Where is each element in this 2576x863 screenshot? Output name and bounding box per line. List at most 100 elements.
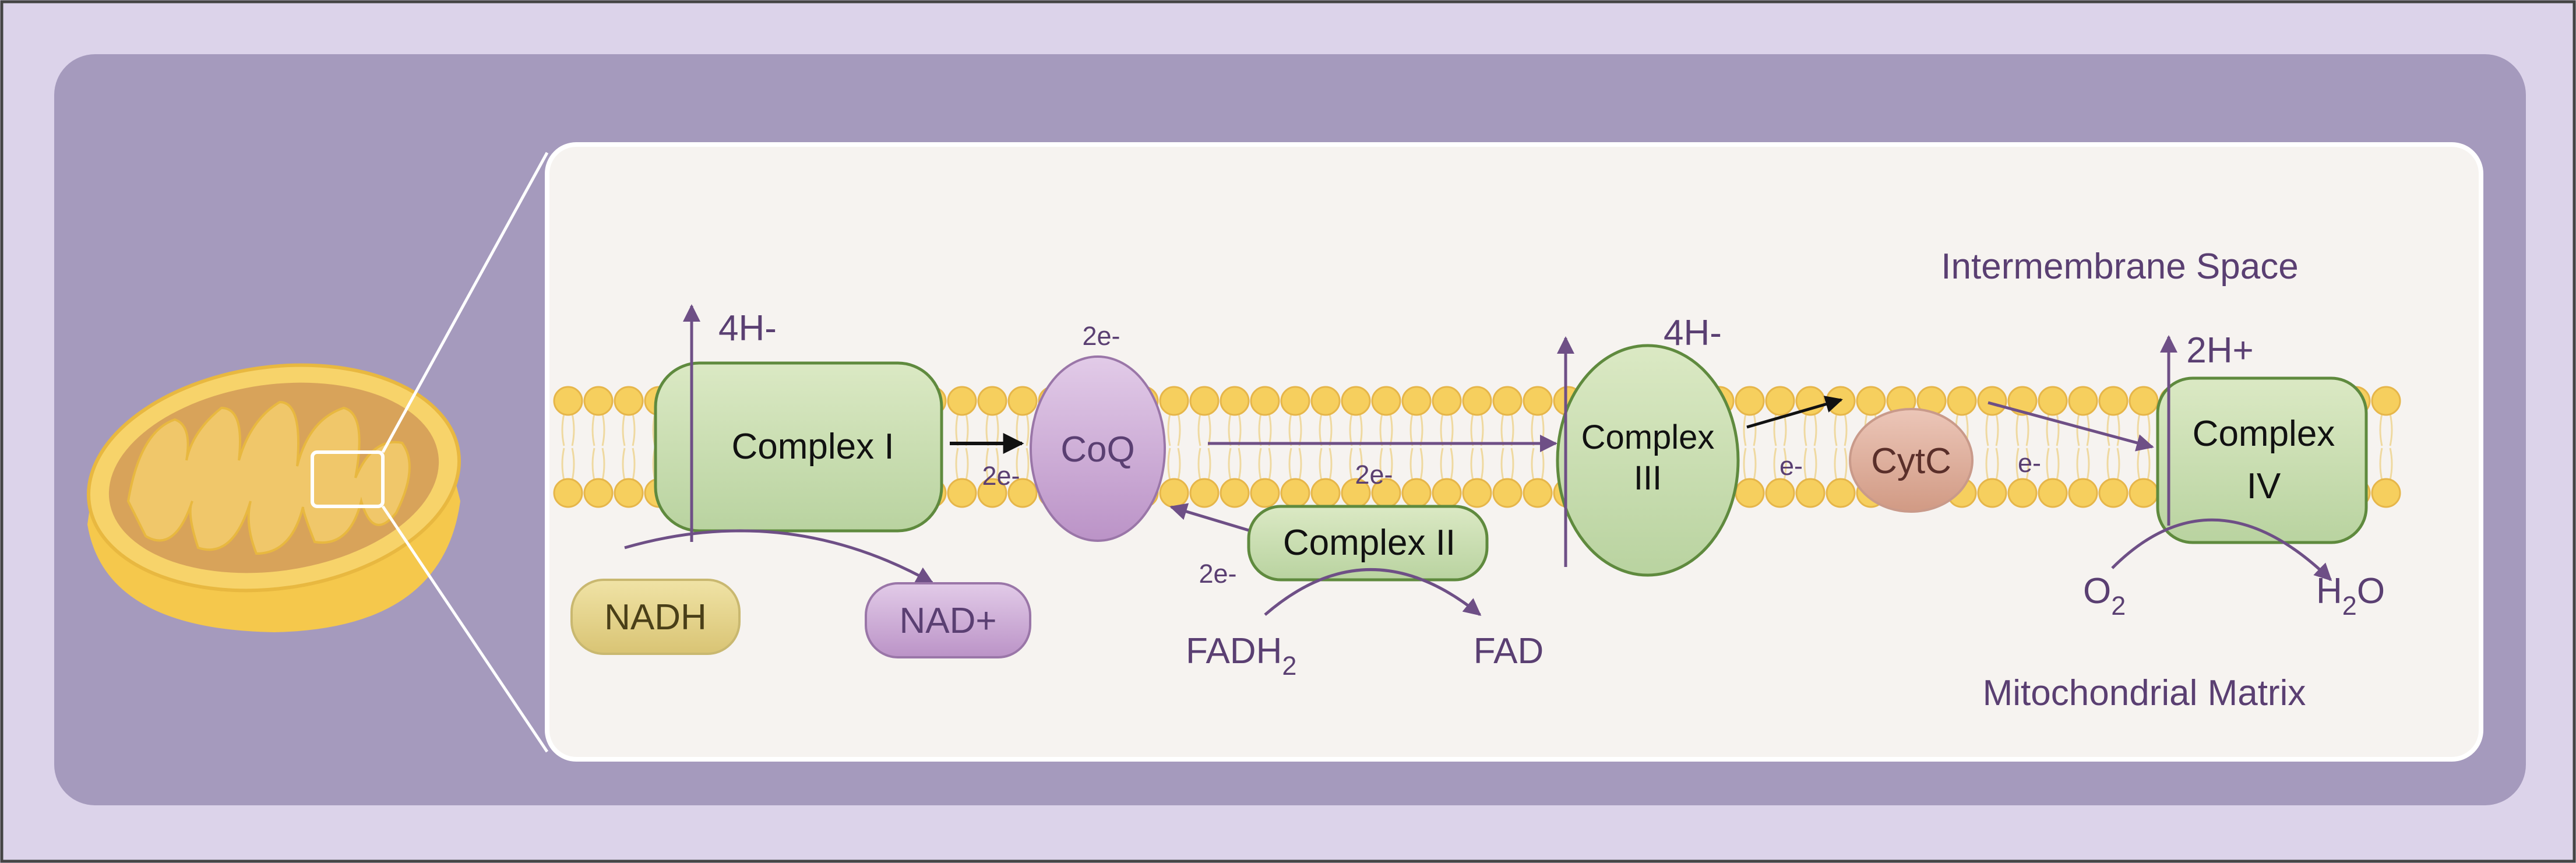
lipid-tail — [591, 448, 595, 481]
lipid-head — [2371, 386, 2401, 416]
lipid-tail — [1167, 413, 1171, 446]
lipid-tail — [1450, 448, 1454, 481]
lipid-tail — [1026, 413, 1030, 446]
lipid-tail — [1995, 448, 1999, 481]
lipid-tail — [1834, 413, 1838, 446]
o2-label: O2 — [2083, 571, 2126, 621]
fadh2-label: FADH2 — [1186, 631, 1296, 681]
lipid-tail — [1419, 448, 1423, 481]
lipid-head — [1432, 386, 1462, 416]
lipid-head — [2068, 386, 2098, 416]
lipid-head — [947, 478, 977, 508]
lipid-head — [2129, 478, 2159, 508]
lipid-tail — [2076, 413, 2080, 446]
lipid-head — [1220, 478, 1250, 508]
coq-label: CoQ — [1060, 429, 1134, 470]
lipid-tail — [1268, 448, 1272, 481]
lipid-head — [1856, 386, 1886, 416]
lipid-head — [1401, 478, 1432, 508]
lipid-tail — [1288, 448, 1292, 481]
lipid-tail — [955, 448, 959, 481]
lipid-tail — [2086, 448, 2090, 481]
lipid-tail — [2106, 413, 2110, 446]
lipid-head — [977, 478, 1007, 508]
cytc-to-c4-arrow — [1987, 401, 2154, 452]
complex-iii-label-1: Complex — [1581, 418, 1715, 456]
mitochondrion-icon — [87, 363, 461, 632]
lipid-head — [1795, 478, 1826, 508]
lipid-head — [1765, 386, 1795, 416]
detail-canvas — [545, 142, 2483, 762]
nadh-label: NADH — [604, 597, 707, 637]
lipid-tail — [1409, 448, 1414, 481]
lipid-tail — [1177, 413, 1181, 446]
nad-pill — [865, 582, 1031, 658]
lipid-head — [553, 478, 583, 508]
lipid-head — [1947, 386, 1977, 416]
complex-ii — [1247, 505, 1489, 582]
lipid-head — [1977, 386, 2007, 416]
intermembrane-space-label: Intermembrane Space — [1941, 246, 2298, 287]
lipid-head — [553, 386, 583, 416]
lipid-tail — [1258, 448, 1262, 481]
nadh-to-nad-arrow — [624, 529, 934, 584]
lipid-tail — [622, 413, 626, 446]
lipid-head — [1250, 478, 1280, 508]
lipid-tail — [2379, 448, 2383, 481]
lipid-head — [1310, 478, 1341, 508]
lipid-head — [1401, 386, 1432, 416]
lipid-head — [1492, 386, 1523, 416]
complex-i — [654, 361, 943, 533]
lipid-tail — [1743, 448, 1747, 481]
lipid-tail — [622, 448, 626, 481]
lipid-head — [1432, 478, 1462, 508]
lipid-head — [1007, 386, 1038, 416]
lipid-tail — [2046, 448, 2050, 481]
lipid-head — [2038, 478, 2068, 508]
lipid-tail — [632, 448, 636, 481]
lipid-tail — [1743, 413, 1747, 446]
lipid-tail — [2025, 413, 2029, 446]
lipid-tail — [2046, 413, 2050, 446]
lipid-tail — [985, 448, 989, 481]
lipid-head — [2007, 386, 2038, 416]
lipid-head — [614, 386, 644, 416]
h2o-label: H2O — [2316, 571, 2385, 621]
lipid-head — [1159, 478, 1189, 508]
lipid-tail — [1440, 448, 1444, 481]
lipid-head — [1735, 386, 1765, 416]
zoom-selection-box — [311, 450, 385, 508]
lipid-head — [1523, 386, 1553, 416]
lipid-tail — [1500, 448, 1504, 481]
lipid-tail — [1167, 448, 1171, 481]
c1-coq-electron-label: 2e- — [982, 461, 1020, 491]
lipid-tail — [571, 413, 575, 446]
lipid-tail — [1298, 448, 1302, 481]
lipid-head — [583, 478, 614, 508]
lipid-head — [977, 386, 1007, 416]
lipid-head — [1280, 478, 1310, 508]
complex-iv-label-1: Complex — [2193, 414, 2335, 454]
complex-ii-label: Complex II — [1283, 523, 1456, 563]
lipid-head — [2068, 478, 2098, 508]
fad-label: FAD — [1474, 631, 1544, 671]
lipid-tail — [995, 448, 999, 481]
lipid-tail — [632, 413, 636, 446]
zoom-line-bottom — [381, 505, 549, 753]
c2-electron-label: 2e- — [1199, 559, 1236, 589]
lipid-tail — [561, 448, 565, 481]
lipid-tail — [2015, 413, 2020, 446]
lipid-head — [1007, 478, 1038, 508]
lipid-head — [2098, 386, 2129, 416]
lipid-head — [583, 386, 614, 416]
lipid-tail — [1389, 448, 1393, 481]
lipid-tail — [1985, 448, 1989, 481]
o2-to-h2o-arrow — [2111, 518, 2332, 582]
cytc-c4-electron-label: e- — [2018, 448, 2041, 478]
lipid-tail — [2056, 448, 2060, 481]
lipid-tail — [1328, 448, 1333, 481]
lipid-head — [1977, 478, 2007, 508]
lipid-head — [1735, 478, 1765, 508]
lipid-tail — [2076, 448, 2080, 481]
